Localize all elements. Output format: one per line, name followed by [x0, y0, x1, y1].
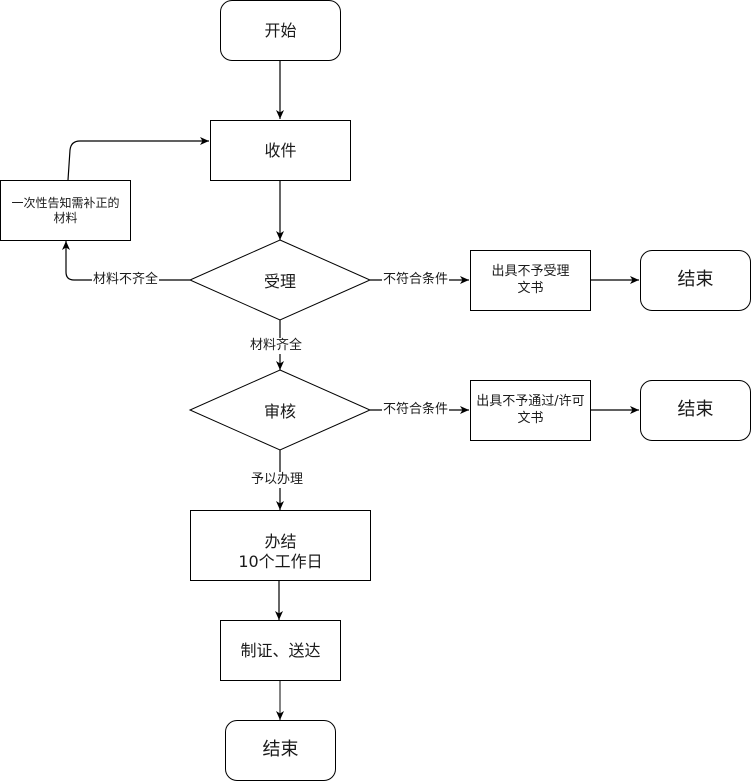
decision-review[interactable]: 审核 — [230, 395, 330, 425]
node-reject-review-doc-label: 出具不予通过/许可 文书 — [476, 394, 585, 426]
node-complete[interactable]: 办结 10个工作日 — [190, 510, 371, 581]
node-reject-review-doc[interactable]: 出具不予通过/许可 文书 — [470, 380, 591, 441]
decision-accept-label: 受理 — [263, 272, 296, 291]
node-certify-deliver-label: 制证、送达 — [240, 640, 321, 660]
node-reject-accept-doc-label: 出具不予受理 文书 — [491, 264, 570, 296]
node-end-2[interactable]: 结束 — [640, 380, 751, 441]
edge-label-approve-handle: 予以办理 — [250, 472, 305, 488]
node-end-1[interactable]: 结束 — [640, 250, 751, 311]
node-end-3-label: 结束 — [262, 739, 299, 761]
edge-label-incomplete-materials: 材料不齐全 — [92, 272, 160, 288]
node-start-label: 开始 — [264, 20, 297, 40]
decision-accept[interactable]: 受理 — [230, 265, 330, 295]
node-notify-supplement-label: 一次性告知需补正的 材料 — [11, 195, 120, 225]
node-receive-label: 收件 — [264, 140, 297, 160]
node-receive[interactable]: 收件 — [210, 120, 351, 181]
edge-label-not-qualified-2: 不符合条件 — [382, 402, 450, 418]
node-start[interactable]: 开始 — [220, 0, 341, 61]
node-reject-accept-doc[interactable]: 出具不予受理 文书 — [470, 250, 591, 311]
node-end-1-label: 结束 — [677, 269, 714, 291]
edge-notify-receive — [67, 137, 209, 181]
decision-review-shape — [188, 369, 372, 451]
edge-label-complete-materials: 材料齐全 — [249, 338, 304, 354]
node-notify-supplement[interactable]: 一次性告知需补正的 材料 — [0, 180, 131, 241]
node-certify-deliver[interactable]: 制证、送达 — [220, 620, 341, 681]
decision-accept-shape — [188, 239, 372, 321]
edge-label-not-qualified-1: 不符合条件 — [382, 272, 450, 288]
edge-accept-notify — [62, 241, 190, 281]
decision-review-label: 审核 — [263, 402, 296, 421]
node-end-2-label: 结束 — [677, 399, 714, 421]
node-complete-label: 办结 10个工作日 — [238, 531, 323, 571]
node-end-3[interactable]: 结束 — [225, 720, 336, 781]
